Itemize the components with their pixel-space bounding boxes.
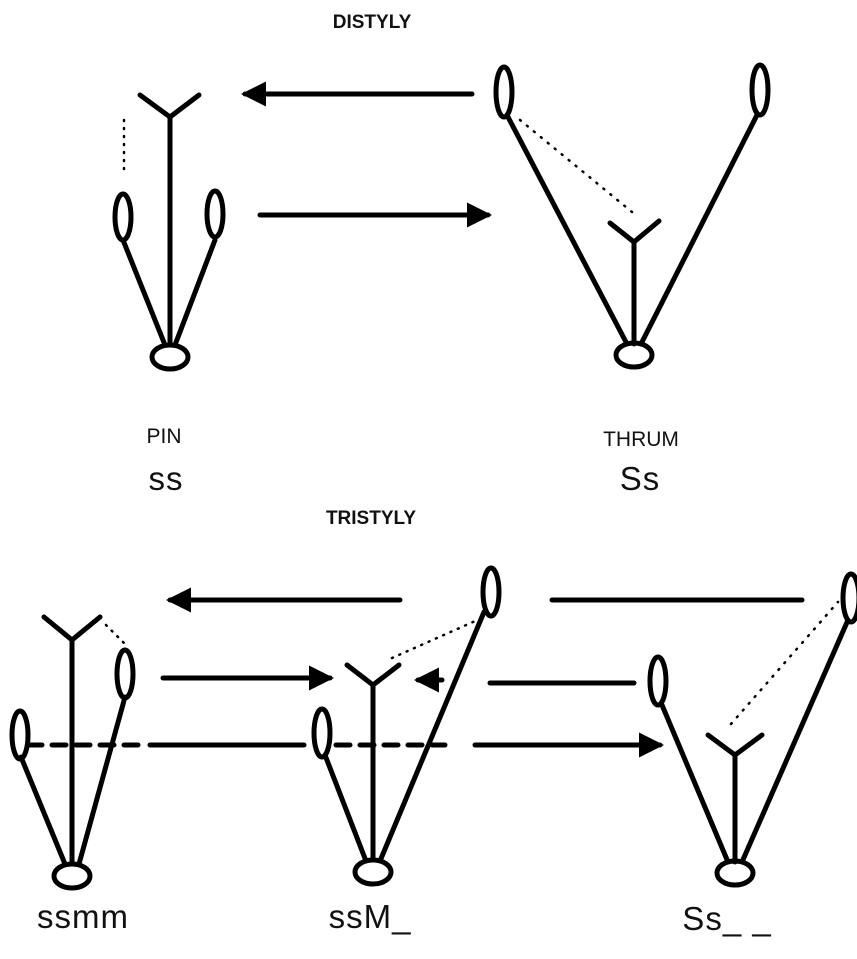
pin-right-filament <box>175 240 215 345</box>
mid-stigma <box>347 665 399 685</box>
long-low-anther <box>12 711 28 759</box>
long-stigma <box>44 617 100 640</box>
long-ovary <box>54 864 90 888</box>
pin-stigma <box>140 95 199 117</box>
thrum-flower <box>496 65 768 367</box>
long-genotype: ssmm <box>37 898 129 936</box>
mid-high-anther <box>483 568 499 616</box>
thrum-stigma <box>610 221 659 242</box>
pin-left-filament <box>123 240 165 345</box>
pin-flower <box>115 95 223 369</box>
pin-label: PIN <box>146 425 181 449</box>
mid-styled-flower <box>314 568 499 884</box>
thrum-right-anther <box>752 65 768 115</box>
pin-ovary <box>152 345 188 369</box>
mid-left-filament <box>325 755 366 861</box>
distyly-title: DISTYLY <box>333 12 412 34</box>
short-styled-flower <box>650 574 857 885</box>
mid-right-filament <box>380 612 484 861</box>
short-genotype: Ss_ _ <box>682 900 771 938</box>
thrum-left-anther <box>496 67 512 117</box>
long-left-filament <box>21 757 65 864</box>
short-ovary <box>717 861 753 885</box>
pin-left-anther <box>115 194 131 240</box>
mid-genotype: ssM_ <box>329 898 412 936</box>
thrum-dotted-guide <box>520 120 632 212</box>
thrum-left-filament <box>508 117 627 344</box>
short-left-filament <box>662 705 728 862</box>
short-dotted-guide <box>731 602 838 724</box>
short-stigma <box>708 735 762 755</box>
long-styled-flower <box>12 617 133 888</box>
thrum-genotype: Ss <box>620 460 661 498</box>
thrum-ovary <box>616 343 652 367</box>
mid-low-anther <box>314 709 330 757</box>
mid-ovary <box>355 860 391 884</box>
tristyly-title: TRISTYLY <box>326 508 416 530</box>
long-right-filament <box>79 697 125 864</box>
pin-right-anther <box>207 191 223 237</box>
short-high-anther <box>843 574 857 622</box>
thrum-label: THRUM <box>603 428 679 452</box>
thrum-right-filament <box>641 115 757 344</box>
long-dotted-guide <box>106 625 124 643</box>
short-mid-anther <box>650 657 666 705</box>
pin-genotype: ss <box>149 460 184 498</box>
long-mid-anther <box>117 650 133 698</box>
